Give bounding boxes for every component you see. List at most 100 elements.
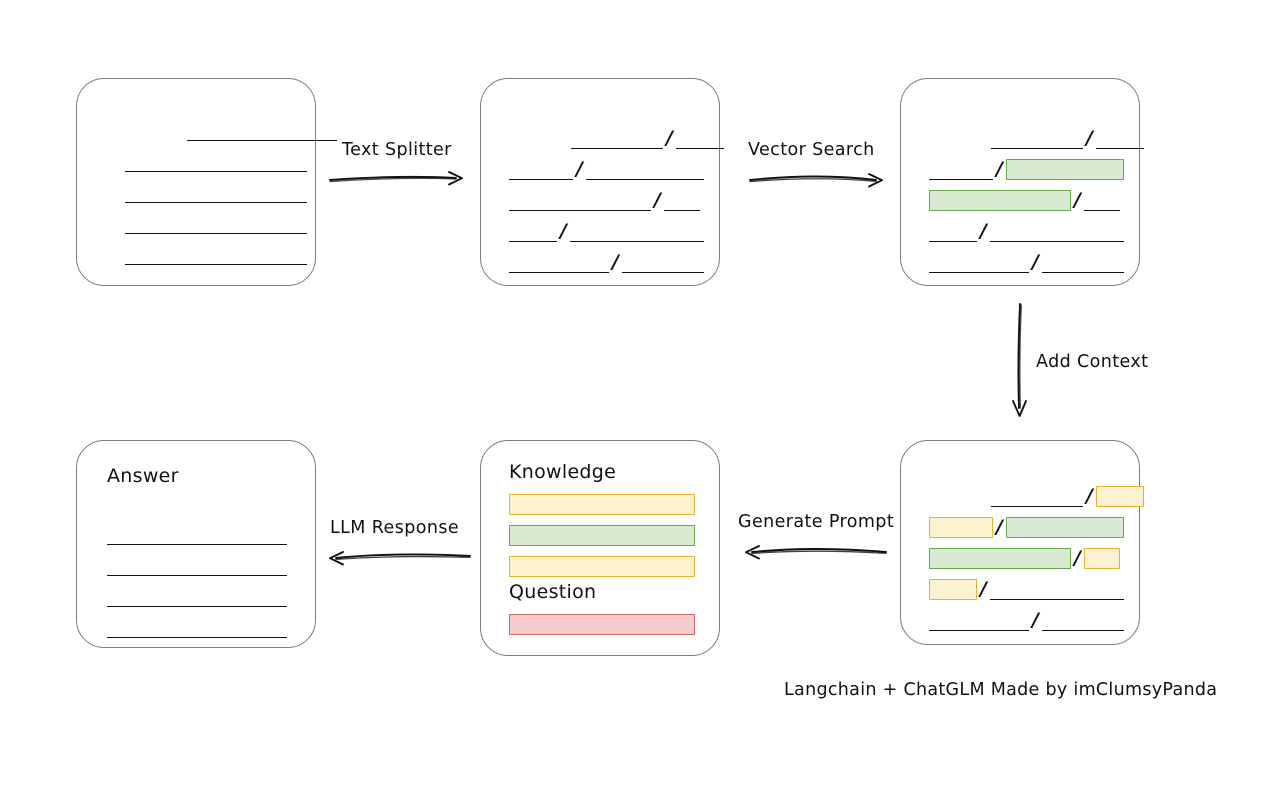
- segment-slash: /: [654, 189, 661, 211]
- segment-line: [991, 135, 1083, 149]
- segment-line: [509, 197, 651, 211]
- chip-row: [509, 555, 695, 577]
- segment-line: [125, 220, 307, 234]
- edge-vector-search-arrow: [749, 173, 883, 188]
- segment-slash: /: [560, 220, 567, 242]
- segment-line: [509, 166, 573, 180]
- text-row: /: [929, 189, 1120, 211]
- segment-slash: /: [980, 220, 987, 242]
- answer-heading: Answer: [107, 465, 179, 487]
- answer-lines: [77, 441, 315, 647]
- segment-line: [675, 135, 724, 149]
- segment-slash: /: [980, 578, 987, 600]
- text-row: /: [929, 158, 1124, 180]
- node-context-added[interactable]: / / / / /: [900, 440, 1144, 645]
- node-split-chunks[interactable]: / / / / /: [480, 78, 724, 286]
- text-row: [125, 243, 307, 265]
- question-chips: [481, 441, 719, 655]
- segment-line: [509, 228, 557, 242]
- credit-text: Langchain + ChatGLM Made by imClumsyPand…: [784, 680, 1218, 700]
- edge-llm-response: LLM Response: [322, 518, 472, 568]
- segment-chip-green: [1005, 159, 1124, 180]
- text-row: /: [509, 251, 704, 273]
- segment-line: [929, 259, 1029, 273]
- segment-line: [125, 189, 307, 203]
- segment-chip-yellow: [1083, 548, 1120, 569]
- edge-add-context-arrow: [1012, 303, 1027, 417]
- chip-row: [509, 524, 695, 546]
- segment-line: [107, 624, 287, 638]
- text-row: [125, 150, 307, 172]
- segment-slash: /: [1032, 609, 1039, 631]
- segment-line: [1041, 617, 1124, 631]
- text-row: /: [929, 547, 1120, 569]
- text-row: /: [929, 516, 1124, 538]
- edge-llm-response-label: LLM Response: [330, 518, 460, 538]
- segment-chip-yellow: [509, 494, 695, 515]
- chip-row: [509, 493, 695, 515]
- node-vector-search-result[interactable]: / / / / /: [900, 78, 1144, 286]
- edge-vector-search-label: Vector Search: [748, 140, 875, 160]
- segment-slash: /: [666, 127, 673, 149]
- segment-slash: /: [1074, 547, 1081, 569]
- edge-generate-prompt-label: Generate Prompt: [738, 512, 895, 532]
- text-row: /: [991, 127, 1144, 149]
- vector-result-lines: / / / / /: [901, 79, 1144, 285]
- knowledge-chips: [481, 441, 719, 655]
- segment-slash: /: [1032, 251, 1039, 273]
- text-row: [107, 585, 287, 607]
- segment-line: [125, 158, 307, 172]
- segment-slash: /: [612, 251, 619, 273]
- segment-chip-green: [509, 525, 695, 546]
- segment-slash: /: [1074, 189, 1081, 211]
- text-row: /: [929, 609, 1124, 631]
- edge-text-splitter: Text Splitter: [328, 140, 468, 190]
- segment-line: [991, 493, 1083, 507]
- node-prompt[interactable]: Knowledge Question: [480, 440, 720, 656]
- text-row: [125, 181, 307, 203]
- edge-add-context: Add Context: [1000, 302, 1160, 422]
- text-row: [107, 554, 287, 576]
- segment-line: [107, 531, 287, 545]
- edge-text-splitter-arrow: [329, 171, 463, 186]
- text-row: [107, 523, 287, 545]
- segment-line: [571, 135, 663, 149]
- node-answer[interactable]: Answer: [76, 440, 316, 648]
- node-source-document[interactable]: [76, 78, 337, 286]
- segment-line: [1095, 135, 1144, 149]
- segment-slash: /: [996, 158, 1003, 180]
- segment-line: [663, 197, 700, 211]
- edge-add-context-label: Add Context: [1036, 352, 1149, 372]
- segment-chip-green: [929, 548, 1071, 569]
- text-row: /: [991, 485, 1144, 507]
- segment-line: [509, 259, 609, 273]
- segment-line: [989, 228, 1124, 242]
- segment-line: [125, 251, 307, 265]
- text-row: /: [509, 158, 704, 180]
- text-row: /: [929, 220, 1124, 242]
- segment-line: [989, 586, 1124, 600]
- segment-line: [1041, 259, 1124, 273]
- segment-slash: /: [996, 516, 1003, 538]
- text-row: /: [509, 189, 700, 211]
- segment-line: [107, 562, 287, 576]
- segment-line: [107, 593, 287, 607]
- context-added-lines: / / / / /: [901, 441, 1144, 644]
- edge-text-splitter-label: Text Splitter: [342, 140, 452, 160]
- edge-generate-prompt-arrow: [745, 545, 887, 560]
- segment-line: [929, 228, 977, 242]
- text-row: /: [929, 578, 1124, 600]
- segment-line: [585, 166, 704, 180]
- segment-chip-green: [929, 190, 1071, 211]
- segment-line: [929, 166, 993, 180]
- edge-vector-search: Vector Search: [748, 140, 888, 190]
- segment-slash: /: [1086, 485, 1093, 507]
- text-row: [125, 212, 307, 234]
- text-row: /: [509, 220, 704, 242]
- segment-chip-red: [509, 614, 695, 635]
- segment-line: [1083, 197, 1120, 211]
- knowledge-heading: Knowledge: [509, 461, 617, 483]
- split-chunks-lines: / / / / /: [481, 79, 724, 285]
- segment-chip-yellow: [929, 579, 977, 600]
